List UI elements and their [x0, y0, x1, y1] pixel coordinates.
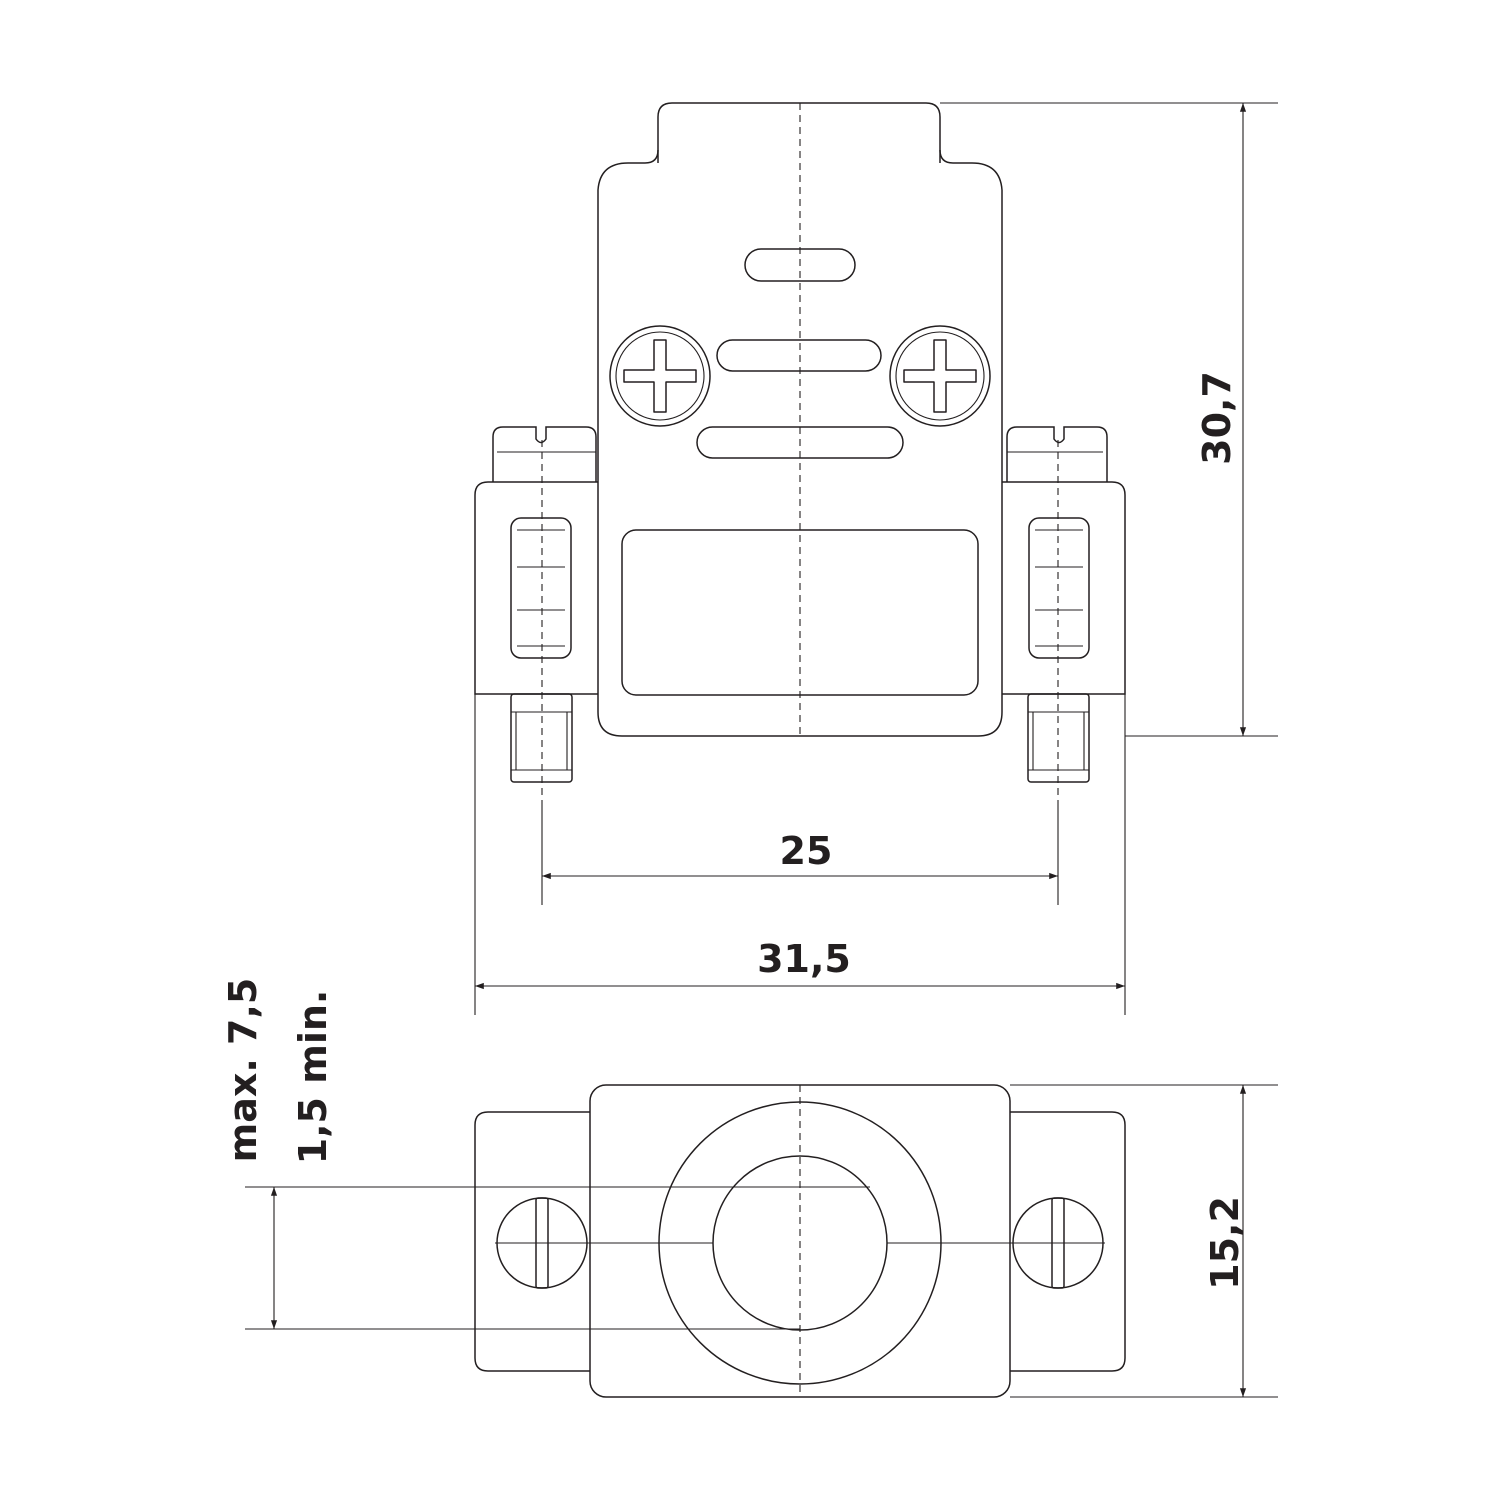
- front-view: [474, 102, 1126, 800]
- body-shoulder: [597, 149, 659, 191]
- flange-slot: [510, 517, 572, 659]
- dimension-height: 30,7: [940, 102, 1278, 737]
- dimension-cable-range: max. 7,5 1,5 min.: [221, 978, 870, 1330]
- slotted-screw-icon: [1012, 1197, 1104, 1289]
- top-view: [474, 1084, 1126, 1398]
- cross-screw-icon: [889, 325, 991, 427]
- body-shoulder-right: [939, 149, 1003, 191]
- cross-screw-icon: [609, 325, 711, 427]
- dimension-depth: 15,2: [1010, 1084, 1278, 1398]
- dimension-label-width: 31,5: [757, 937, 851, 981]
- mounting-flange-right: [1002, 481, 1126, 695]
- mounting-flange-left: [474, 481, 598, 695]
- vent-slot: [716, 339, 882, 372]
- dimension-label-cable-max: max. 7,5: [221, 978, 265, 1163]
- hood-body: [597, 190, 1003, 737]
- dimension-screw-spacing: 25: [541, 800, 1059, 905]
- top-flange-right: [1010, 1111, 1126, 1372]
- top-flange-left: [474, 1111, 590, 1372]
- flange-slot: [1028, 517, 1090, 659]
- slotted-screw-head: [492, 426, 597, 482]
- dimension-width: 31,5: [474, 694, 1126, 1015]
- cable-exit-top: [657, 102, 941, 163]
- dimension-label-screw-spacing: 25: [780, 829, 833, 873]
- dimension-label-depth: 15,2: [1203, 1196, 1247, 1290]
- slotted-screw-head: [1006, 426, 1108, 482]
- slotted-screw-icon: [496, 1197, 588, 1289]
- dimension-label-height: 30,7: [1195, 371, 1239, 465]
- dimension-label-cable-min: 1,5 min.: [291, 990, 335, 1165]
